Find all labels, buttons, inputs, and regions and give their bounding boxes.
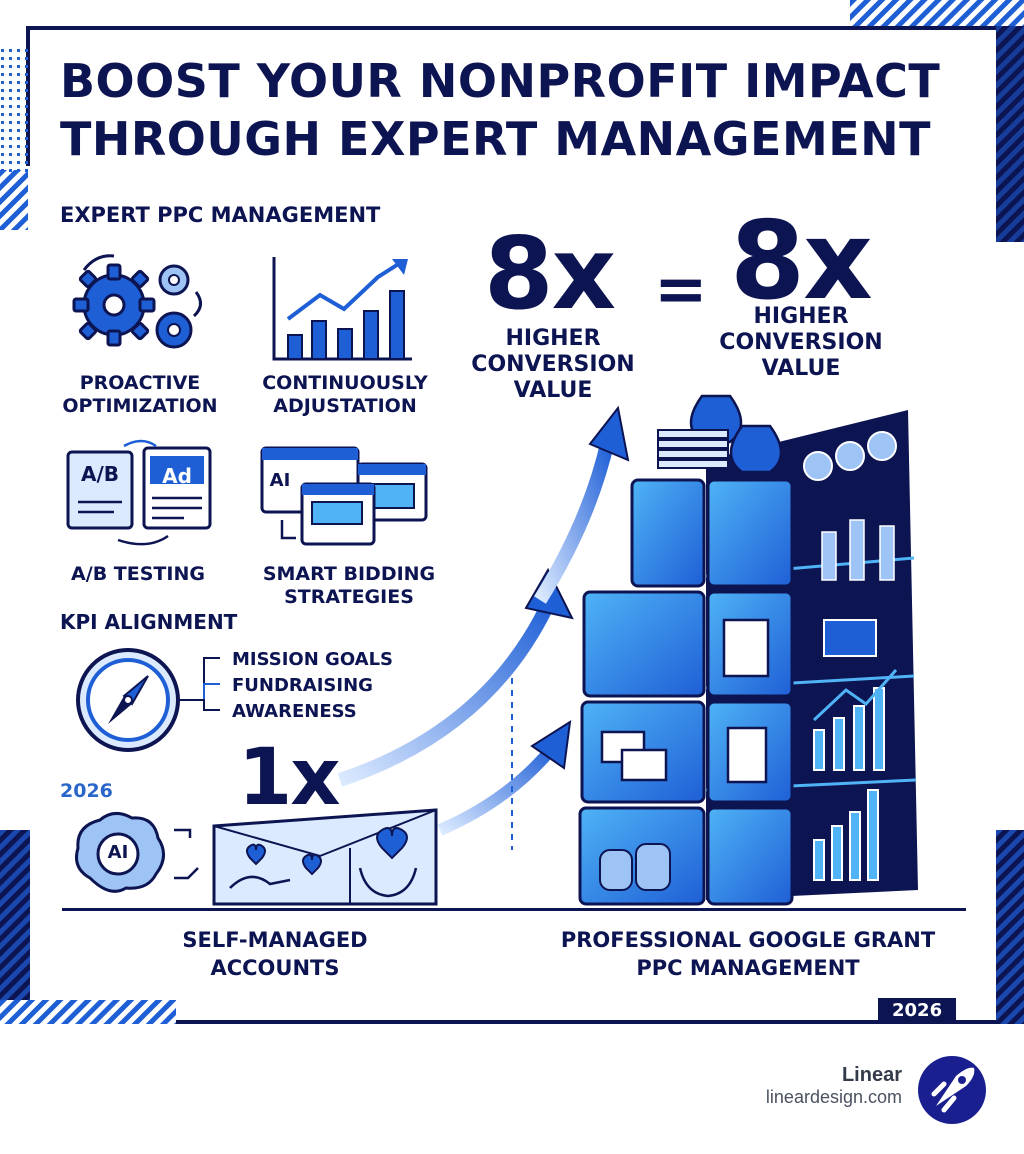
baseline-divider bbox=[62, 908, 966, 911]
year-label-bottom: 2026 bbox=[878, 998, 957, 1023]
stripe-decoration-right bbox=[996, 26, 1024, 242]
ppc-section-heading: EXPERT PPC MANAGEMENT bbox=[60, 203, 381, 227]
stripe-decoration-bottom-right bbox=[996, 830, 1024, 1024]
hearts-envelope-icon bbox=[212, 808, 438, 906]
bar-chart-icon bbox=[272, 257, 412, 361]
ai-window-label: AI bbox=[269, 470, 291, 491]
ai-brain-label: AI bbox=[107, 842, 129, 863]
feature-ab-testing: A/B TESTING bbox=[71, 563, 205, 585]
stripe-decoration-left bbox=[0, 170, 28, 230]
feature-smart-bidding: SMART BIDDING STRATEGIES bbox=[262, 563, 436, 608]
title-line-2: THROUGH EXPERT MANAGEMENT bbox=[60, 112, 932, 166]
kpi-item-awareness: AWARENESS bbox=[232, 701, 357, 722]
title-line-1: BOOST YOUR NONPROFIT IMPACT bbox=[60, 54, 941, 108]
kpi-section-heading: KPI ALIGNMENT bbox=[60, 610, 238, 634]
kpi-list: MISSION GOALS FUNDRAISING AWARENESS bbox=[232, 647, 393, 725]
equals-sign: = bbox=[654, 253, 708, 327]
conversion-label-right: HIGHER CONVERSION VALUE bbox=[719, 304, 883, 381]
professional-label: PROFESSIONAL GOOGLE GRANT PPC MANAGEMENT bbox=[560, 928, 936, 980]
feature-proactive-optimization: PROACTIVE OPTIMIZATION bbox=[62, 372, 218, 417]
self-managed-multiplier: 1x bbox=[238, 733, 341, 823]
ad-card-label: Ad bbox=[162, 464, 192, 488]
ab-card-label: A/B bbox=[80, 462, 120, 486]
ai-brain-icon bbox=[75, 812, 199, 893]
stripe-decoration-bottom-band bbox=[0, 1000, 176, 1024]
conversion-multiplier-left: 8x bbox=[484, 215, 616, 332]
dot-grid-decoration bbox=[0, 48, 28, 172]
year-label-top: 2026 bbox=[60, 780, 113, 802]
rocket-logo-icon bbox=[918, 1056, 986, 1124]
stripe-decoration-top bbox=[850, 0, 1024, 26]
kpi-item-mission-goals: MISSION GOALS bbox=[232, 649, 394, 670]
ab-test-icon bbox=[66, 439, 212, 546]
conversion-label-left: HIGHER CONVERSION VALUE bbox=[471, 326, 635, 403]
brand-block: Linear lineardesign.com bbox=[700, 1064, 902, 1108]
stripe-decoration-bottom-left bbox=[0, 830, 30, 1000]
conversion-multiplier-right: 8x bbox=[730, 199, 873, 324]
page-title: BOOST YOUR NONPROFIT IMPACT THROUGH EXPE… bbox=[60, 52, 980, 168]
self-managed-label: SELF-MANAGED ACCOUNTS bbox=[182, 928, 368, 980]
gears-icon bbox=[72, 254, 202, 349]
feature-continuously-adjustation: CONTINUOUSLY ADJUSTATION bbox=[262, 372, 428, 417]
frame-left-border bbox=[26, 26, 30, 166]
kpi-item-fundraising: FUNDRAISING bbox=[232, 675, 373, 696]
frame-bottom-border bbox=[176, 1020, 998, 1024]
brand-url: lineardesign.com bbox=[765, 1087, 902, 1107]
growth-arrows-icon bbox=[337, 405, 630, 850]
brand-name: Linear bbox=[841, 1064, 902, 1086]
frame-top-border bbox=[26, 26, 998, 30]
compass-icon bbox=[76, 648, 220, 752]
browser-windows-icon bbox=[260, 446, 428, 546]
block-tower-icon bbox=[578, 394, 918, 906]
